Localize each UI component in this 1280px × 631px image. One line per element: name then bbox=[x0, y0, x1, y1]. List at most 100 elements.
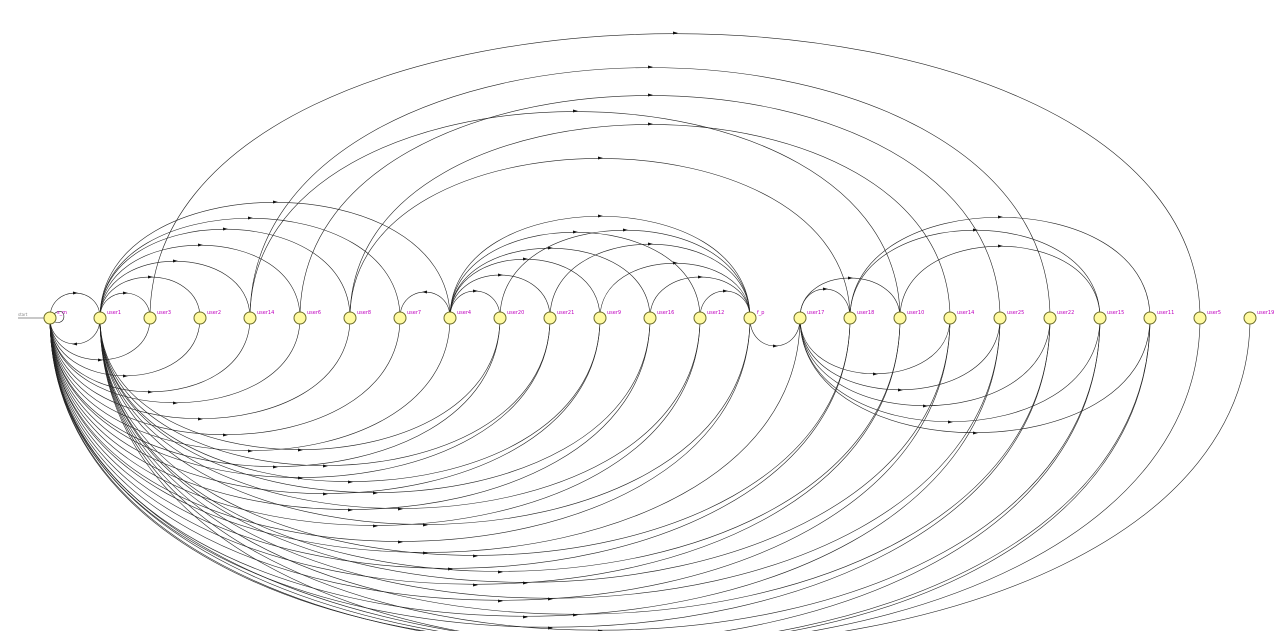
start-label: start bbox=[18, 312, 28, 317]
state-circle bbox=[293, 311, 307, 325]
edge-arrowhead bbox=[423, 523, 428, 527]
edge-arrowhead bbox=[248, 449, 253, 453]
state-node[interactable]: user14 bbox=[243, 310, 274, 325]
self-loop-edge bbox=[53, 311, 65, 323]
state-node[interactable]: user19 bbox=[1243, 310, 1274, 325]
state-node[interactable]: user14 bbox=[943, 310, 974, 325]
edge-layer: start bbox=[18, 31, 1251, 631]
edge-arrowhead bbox=[723, 289, 728, 293]
edge-arrowhead bbox=[698, 275, 703, 279]
edge-arrowhead bbox=[923, 404, 928, 408]
state-node[interactable]: user17 bbox=[793, 310, 824, 325]
state-node[interactable]: f_p bbox=[743, 310, 764, 325]
transition-edge bbox=[99, 317, 1101, 631]
state-node[interactable]: user11 bbox=[1143, 310, 1174, 325]
edge-arrowhead bbox=[498, 273, 503, 277]
transition-edge bbox=[99, 317, 601, 482]
transition-edge bbox=[599, 262, 751, 319]
state-circle bbox=[743, 311, 757, 325]
edge-arrowhead bbox=[323, 464, 328, 468]
transition-edge bbox=[849, 230, 1101, 319]
transition-edge bbox=[99, 317, 651, 493]
edge-arrowhead bbox=[823, 287, 828, 291]
edge-arrowhead bbox=[498, 570, 503, 574]
edge-arrowhead bbox=[598, 156, 603, 160]
edge-arrowhead bbox=[573, 230, 578, 234]
edge-arrowhead bbox=[473, 554, 478, 558]
state-circle bbox=[993, 311, 1007, 325]
transition-edge bbox=[49, 317, 1151, 631]
edge-arrowhead bbox=[72, 342, 77, 346]
transition-edge bbox=[99, 317, 1051, 615]
transition-edge bbox=[99, 244, 301, 319]
state-circle bbox=[93, 311, 107, 325]
state-node[interactable]: user3 bbox=[143, 310, 171, 325]
transition-edge bbox=[49, 317, 1201, 631]
edge-arrowhead bbox=[148, 390, 153, 394]
state-label: user19 bbox=[1257, 310, 1274, 316]
transition-edge bbox=[899, 245, 1101, 319]
state-node[interactable]: user12 bbox=[693, 310, 724, 325]
transition-edge bbox=[549, 243, 751, 319]
edge-arrowhead bbox=[123, 374, 128, 378]
edge-arrowhead bbox=[148, 275, 153, 279]
edge-arrowhead bbox=[348, 480, 353, 484]
state-node[interactable]: user6 bbox=[293, 310, 321, 325]
state-circle bbox=[243, 311, 257, 325]
state-circle bbox=[1193, 311, 1207, 325]
state-circle bbox=[793, 311, 807, 325]
edge-arrowhead bbox=[573, 109, 578, 113]
state-node[interactable]: user9 bbox=[593, 310, 621, 325]
node-layer: s_m user1 user3 user2 user14 user6 user8 user7 u… bbox=[43, 310, 1274, 325]
state-node[interactable]: user18 bbox=[843, 310, 874, 325]
edge-arrowhead bbox=[173, 401, 178, 405]
state-circle bbox=[43, 311, 57, 325]
transition-edge bbox=[249, 67, 1051, 319]
edge-arrowhead bbox=[323, 492, 328, 496]
state-circle bbox=[693, 311, 707, 325]
state-circle bbox=[493, 311, 507, 325]
state-label: user14 bbox=[257, 310, 274, 316]
state-node[interactable]: user7 bbox=[393, 310, 421, 325]
state-label: user8 bbox=[357, 310, 371, 316]
edge-arrowhead bbox=[73, 291, 78, 295]
state-label: user21 bbox=[557, 310, 574, 316]
state-node[interactable]: user25 bbox=[993, 310, 1024, 325]
state-node[interactable]: user10 bbox=[893, 310, 924, 325]
transition-edge bbox=[99, 317, 1001, 599]
state-label: user9 bbox=[607, 310, 621, 316]
edge-arrowhead bbox=[598, 214, 603, 218]
edge-arrowhead bbox=[973, 228, 978, 232]
transition-edge bbox=[249, 111, 901, 319]
edge-arrowhead bbox=[123, 291, 128, 295]
state-label: user17 bbox=[807, 310, 824, 316]
transition-edge bbox=[99, 317, 501, 450]
state-node[interactable]: user1 bbox=[93, 310, 121, 325]
state-node[interactable]: s_m bbox=[43, 310, 67, 325]
transition-edge bbox=[749, 317, 801, 347]
state-node[interactable]: user15 bbox=[1093, 310, 1124, 325]
state-node[interactable]: user20 bbox=[493, 310, 524, 325]
state-circle bbox=[343, 311, 357, 325]
edge-arrowhead bbox=[373, 491, 378, 495]
state-label: f_p bbox=[757, 310, 764, 316]
state-node[interactable]: user2 bbox=[193, 310, 221, 325]
state-node[interactable]: user5 bbox=[1193, 310, 1221, 325]
edge-arrowhead bbox=[348, 508, 353, 512]
state-label: user15 bbox=[1107, 310, 1124, 316]
transition-edge bbox=[99, 317, 751, 525]
edge-arrowhead bbox=[298, 448, 303, 452]
edge-arrowhead bbox=[198, 417, 203, 421]
state-node[interactable]: user21 bbox=[543, 310, 574, 325]
state-node[interactable]: user4 bbox=[443, 310, 471, 325]
transition-edge bbox=[49, 317, 551, 478]
transition-edge bbox=[99, 317, 701, 509]
state-label: user12 bbox=[707, 310, 724, 316]
state-label: user20 bbox=[507, 310, 524, 316]
state-node[interactable]: user16 bbox=[643, 310, 674, 325]
state-node[interactable]: user8 bbox=[343, 310, 371, 325]
edge-arrowhead bbox=[573, 613, 578, 617]
state-node[interactable]: user22 bbox=[1043, 310, 1074, 325]
transition-edge bbox=[449, 231, 701, 319]
state-label: user1 bbox=[107, 310, 121, 316]
